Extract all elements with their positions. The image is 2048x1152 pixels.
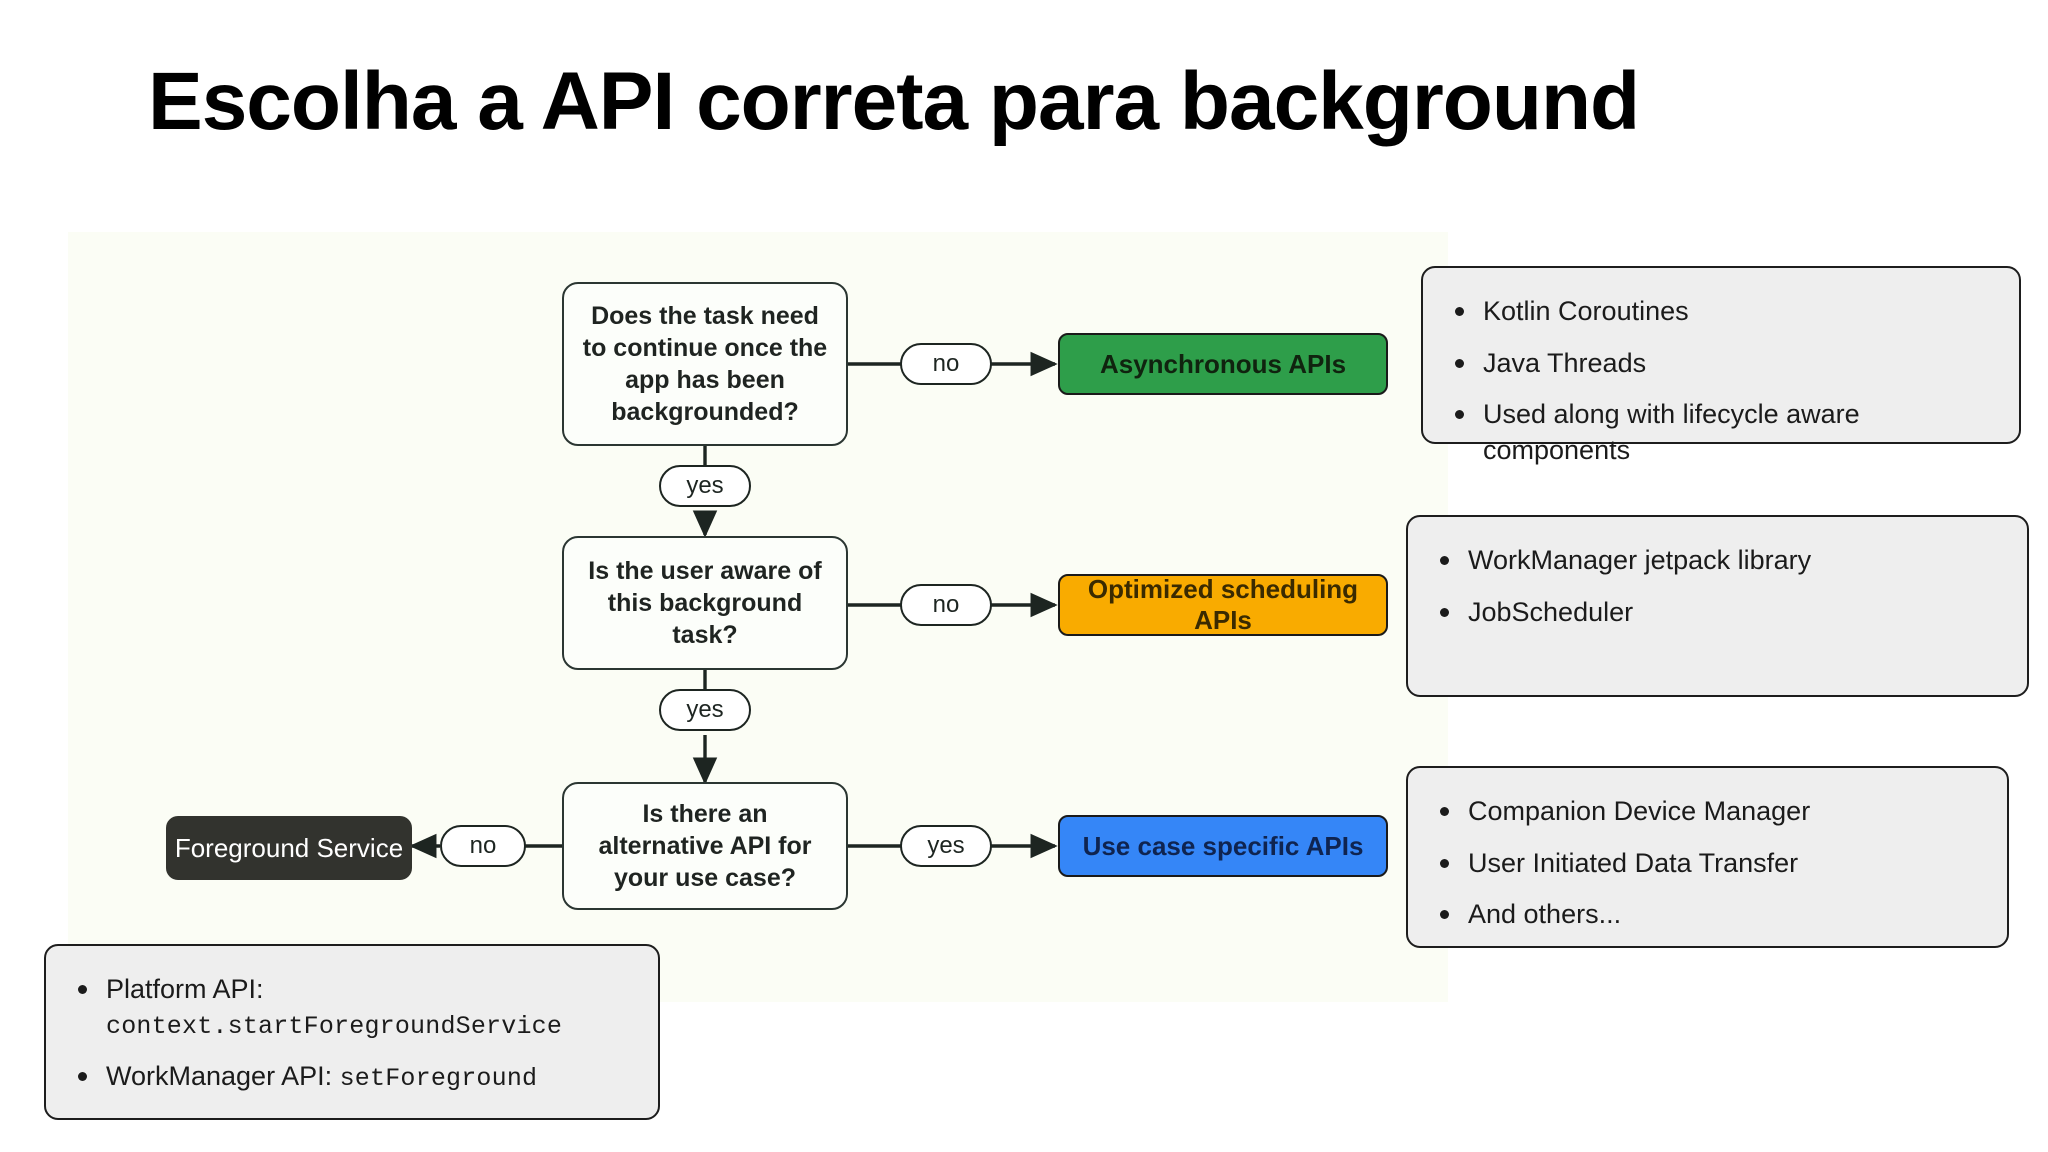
decision-node-label: Does the task need to continue once the … [582,302,828,426]
result-node-asynchronous-apis[interactable]: Asynchronous APIs [1058,333,1388,395]
list-item-label: Used along with lifecycle aware componen… [1483,399,1860,465]
bullet-icon [1440,807,1449,816]
list-item: Used along with lifecycle aware componen… [1453,397,1989,468]
edge-label-d3-yes: yes [900,825,992,867]
edge-label-d1-no: no [900,343,992,385]
list-item: Java Threads [1453,346,1989,382]
edge-label-d3-no: no [440,825,526,867]
bullet-icon [1455,410,1464,420]
note-list: Companion Device Manager User Initiated … [1438,794,1977,933]
list-item: JobScheduler [1438,595,1997,631]
note-list: WorkManager jetpack library JobScheduler [1438,543,1997,630]
result-node-label: Asynchronous APIs [1099,348,1347,379]
bullet-icon [78,985,87,994]
decision-node-user-aware[interactable]: Is the user aware of this background tas… [562,536,848,670]
result-node-optimized-scheduling-apis[interactable]: Optimized scheduling APIs [1058,574,1388,636]
decision-node-label: Is the user aware of this background tas… [588,557,822,649]
terminal-node-label: Foreground Service [174,832,404,863]
note-list: Platform API: context.startForegroundSer… [76,972,628,1095]
result-node-label: Optimized scheduling APIs [1087,574,1359,635]
page-title: Escolha a API correta para background [148,56,1640,147]
list-item: And others... [1438,897,1977,933]
edge-label-d1-yes: yes [659,465,751,507]
note-card-foreground-service: Platform API: context.startForegroundSer… [44,944,660,1120]
list-item-label: User Initiated Data Transfer [1468,847,1799,878]
edge-label-d2-yes: yes [659,689,751,731]
edge-label-text: no [932,350,960,377]
note-list: Kotlin Coroutines Java Threads Used alon… [1453,294,1989,469]
list-item-label: Kotlin Coroutines [1483,296,1689,326]
list-item-code: setForeground [339,1063,538,1093]
list-item: WorkManager jetpack library [1438,543,1997,579]
note-card-asynchronous-apis: Kotlin Coroutines Java Threads Used alon… [1421,266,2021,465]
edge-label-text: yes [927,832,965,859]
list-item: User Initiated Data Transfer [1438,846,1977,882]
bullet-icon [1455,307,1464,316]
list-item: Kotlin Coroutines [1453,294,1989,330]
list-item-label: JobScheduler [1468,596,1634,627]
list-item-label: Java Threads [1483,347,1647,378]
bullet-icon [1440,607,1449,617]
terminal-node-foreground-service[interactable]: Foreground Service [166,816,412,880]
list-item-label: Companion Device Manager [1468,796,1811,826]
decision-node-alternative-api[interactable]: Is there an alternative API for your use… [562,782,848,910]
edge-label-text: yes [686,472,724,499]
note-card-optimized-scheduling-apis: WorkManager jetpack library JobScheduler [1406,515,2029,697]
decision-node-backgrounded[interactable]: Does the task need to continue once the … [562,282,848,446]
result-node-label: Use case specific APIs [1082,830,1364,861]
edge-label-d2-no: no [900,584,992,626]
list-item: Companion Device Manager [1438,794,1977,830]
decision-node-label: Is there an alternative API for your use… [598,800,812,892]
note-card-use-case-specific-apis: Companion Device Manager User Initiated … [1406,766,2009,948]
list-item-label: Platform API: [106,974,264,1004]
list-item: WorkManager API: setForeground [76,1059,628,1095]
list-item: Platform API: context.startForegroundSer… [76,972,628,1043]
result-node-use-case-specific-apis[interactable]: Use case specific APIs [1058,815,1388,877]
bullet-icon [1440,858,1449,868]
edge-label-text: no [469,832,497,859]
edge-label-text: no [932,591,960,618]
list-item-code: context.startForegroundService [106,1011,563,1041]
bullet-icon [78,1071,87,1081]
bullet-icon [1455,358,1464,368]
list-item-label: WorkManager API: [106,1060,340,1091]
bullet-icon [1440,556,1449,565]
edge-label-text: yes [686,696,724,723]
list-item-label: WorkManager jetpack library [1468,545,1812,575]
bullet-icon [1440,910,1449,920]
list-item-label: And others... [1468,899,1622,930]
